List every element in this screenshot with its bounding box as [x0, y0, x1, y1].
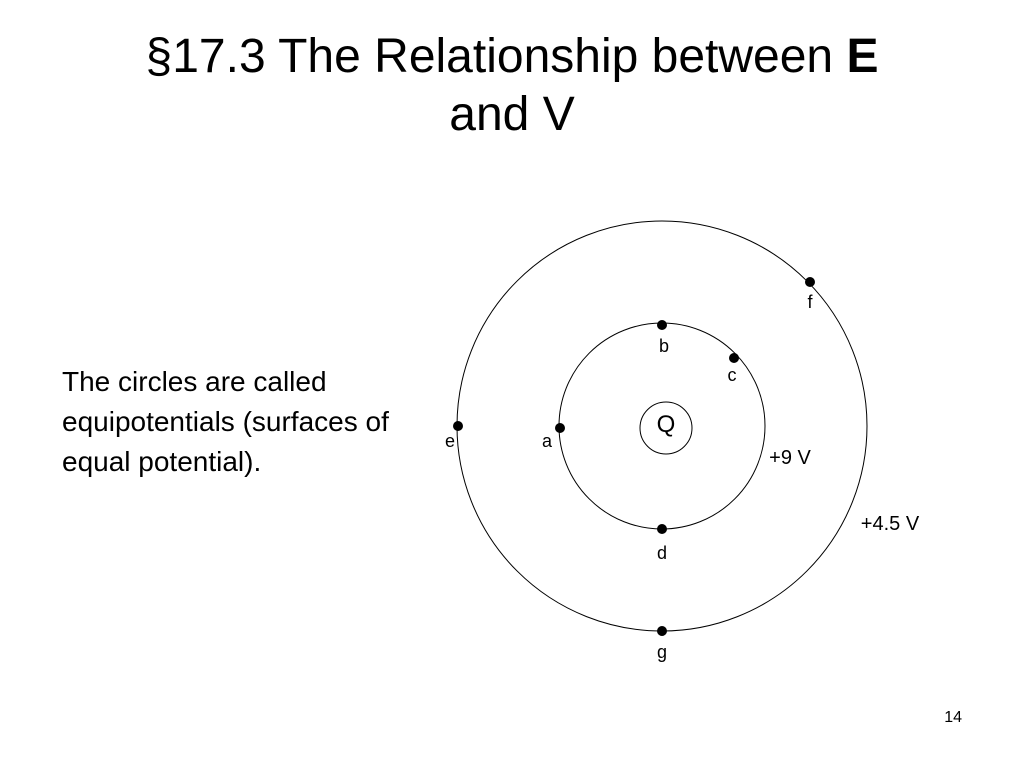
point-e-marker [453, 421, 463, 431]
point-e-label: e [445, 431, 455, 451]
point-a-marker [555, 423, 565, 433]
point-f-label: f [807, 292, 813, 312]
point-c-label: c [728, 365, 737, 385]
point-f-marker [805, 277, 815, 287]
point-a-label: a [542, 431, 553, 451]
title-text-part1: §17.3 The Relationship between [145, 30, 847, 83]
point-d-label: d [657, 543, 667, 563]
point-b-marker [657, 320, 667, 330]
title-text-bold: E [846, 30, 879, 83]
point-b-label: b [659, 336, 669, 356]
point-c-marker [729, 353, 739, 363]
page-number: 14 [944, 709, 962, 726]
inner-potential-label: +9 V [769, 447, 811, 469]
outer-potential-label: +4.5 V [861, 513, 920, 535]
charge-label: Q [657, 411, 676, 438]
body-text: The circles are called equipotentials (s… [62, 366, 389, 477]
charge-circle [639, 401, 693, 455]
point-g-label: g [657, 642, 667, 662]
point-g-marker [657, 626, 667, 636]
title-text-part2: and V [449, 88, 575, 141]
point-d-marker [657, 524, 667, 534]
